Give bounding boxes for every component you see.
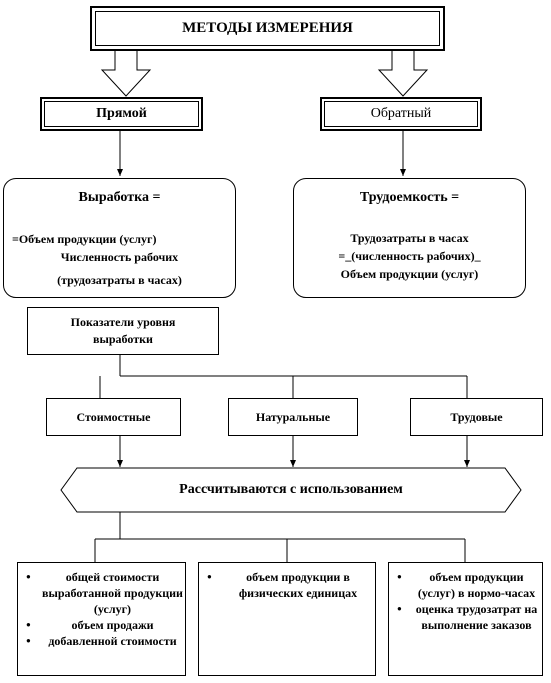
method-direct-box: Прямой <box>40 97 203 131</box>
labor-line-1: Трудозатраты в часах <box>350 231 469 245</box>
type-value-label: Стоимостные <box>76 409 151 424</box>
list-natural-box: объем продукции в физических единицах <box>198 562 376 676</box>
calc-label: Рассчитываются с использованием <box>179 482 403 497</box>
type-value-box: Стоимостные <box>46 398 181 436</box>
type-labor-box: Трудовые <box>410 398 543 436</box>
list-labor-item: объем продукции (услуг) в нормо-часах <box>397 569 542 601</box>
labor-line-3: Объем продукции (услуг) <box>340 267 479 281</box>
output-denominator-2: (трудозатраты в часах) <box>57 273 182 287</box>
list-natural-item: объем продукции в физических единицах <box>207 569 375 601</box>
block-arrow-left <box>100 47 152 97</box>
indicators-box: Показатели уровня выработки <box>27 307 219 355</box>
list-labor-box: объем продукции (услуг) в нормо-часах оц… <box>388 562 543 676</box>
method-direct-label: Прямой <box>96 106 147 121</box>
method-reverse-label: Обратный <box>370 106 432 121</box>
indicators-line-1: Показатели уровня <box>70 315 176 329</box>
list-value-item: объем продажи <box>26 617 185 633</box>
type-natural-label: Натуральные <box>255 409 331 424</box>
output-heading: Выработка = <box>78 190 161 205</box>
output-denominator-1: Численность рабочих <box>60 250 179 264</box>
block-arrow-right <box>377 47 429 97</box>
list-value-box: общей стоимости выработанной продукции (… <box>17 562 186 676</box>
title-box: МЕТОДЫ ИЗМЕРЕНИЯ <box>90 6 445 51</box>
calc-hexagon <box>60 467 522 513</box>
type-labor-label: Трудовые <box>450 409 503 424</box>
output-formula-box: Выработка = =Объем продукции (услуг) Чис… <box>3 178 236 298</box>
list-value-item: добавленной стоимости <box>26 633 185 649</box>
output-numerator: =Объем продукции (услуг) <box>12 232 157 246</box>
labor-heading: Трудоемкость = <box>359 190 460 205</box>
list-labor-item: оценка трудозатрат на выполнение заказов <box>397 601 542 633</box>
method-reverse-box: Обратный <box>320 97 482 131</box>
list-value-item: общей стоимости выработанной продукции (… <box>26 569 185 617</box>
type-natural-box: Натуральные <box>228 398 358 436</box>
indicators-line-2: выработки <box>93 332 153 346</box>
labor-formula-box: Трудоемкость = Трудозатраты в часах =_(ч… <box>293 178 526 298</box>
title-text: МЕТОДЫ ИЗМЕРЕНИЯ <box>182 20 353 36</box>
labor-line-2: =_(численность рабочих)_ <box>338 249 481 263</box>
